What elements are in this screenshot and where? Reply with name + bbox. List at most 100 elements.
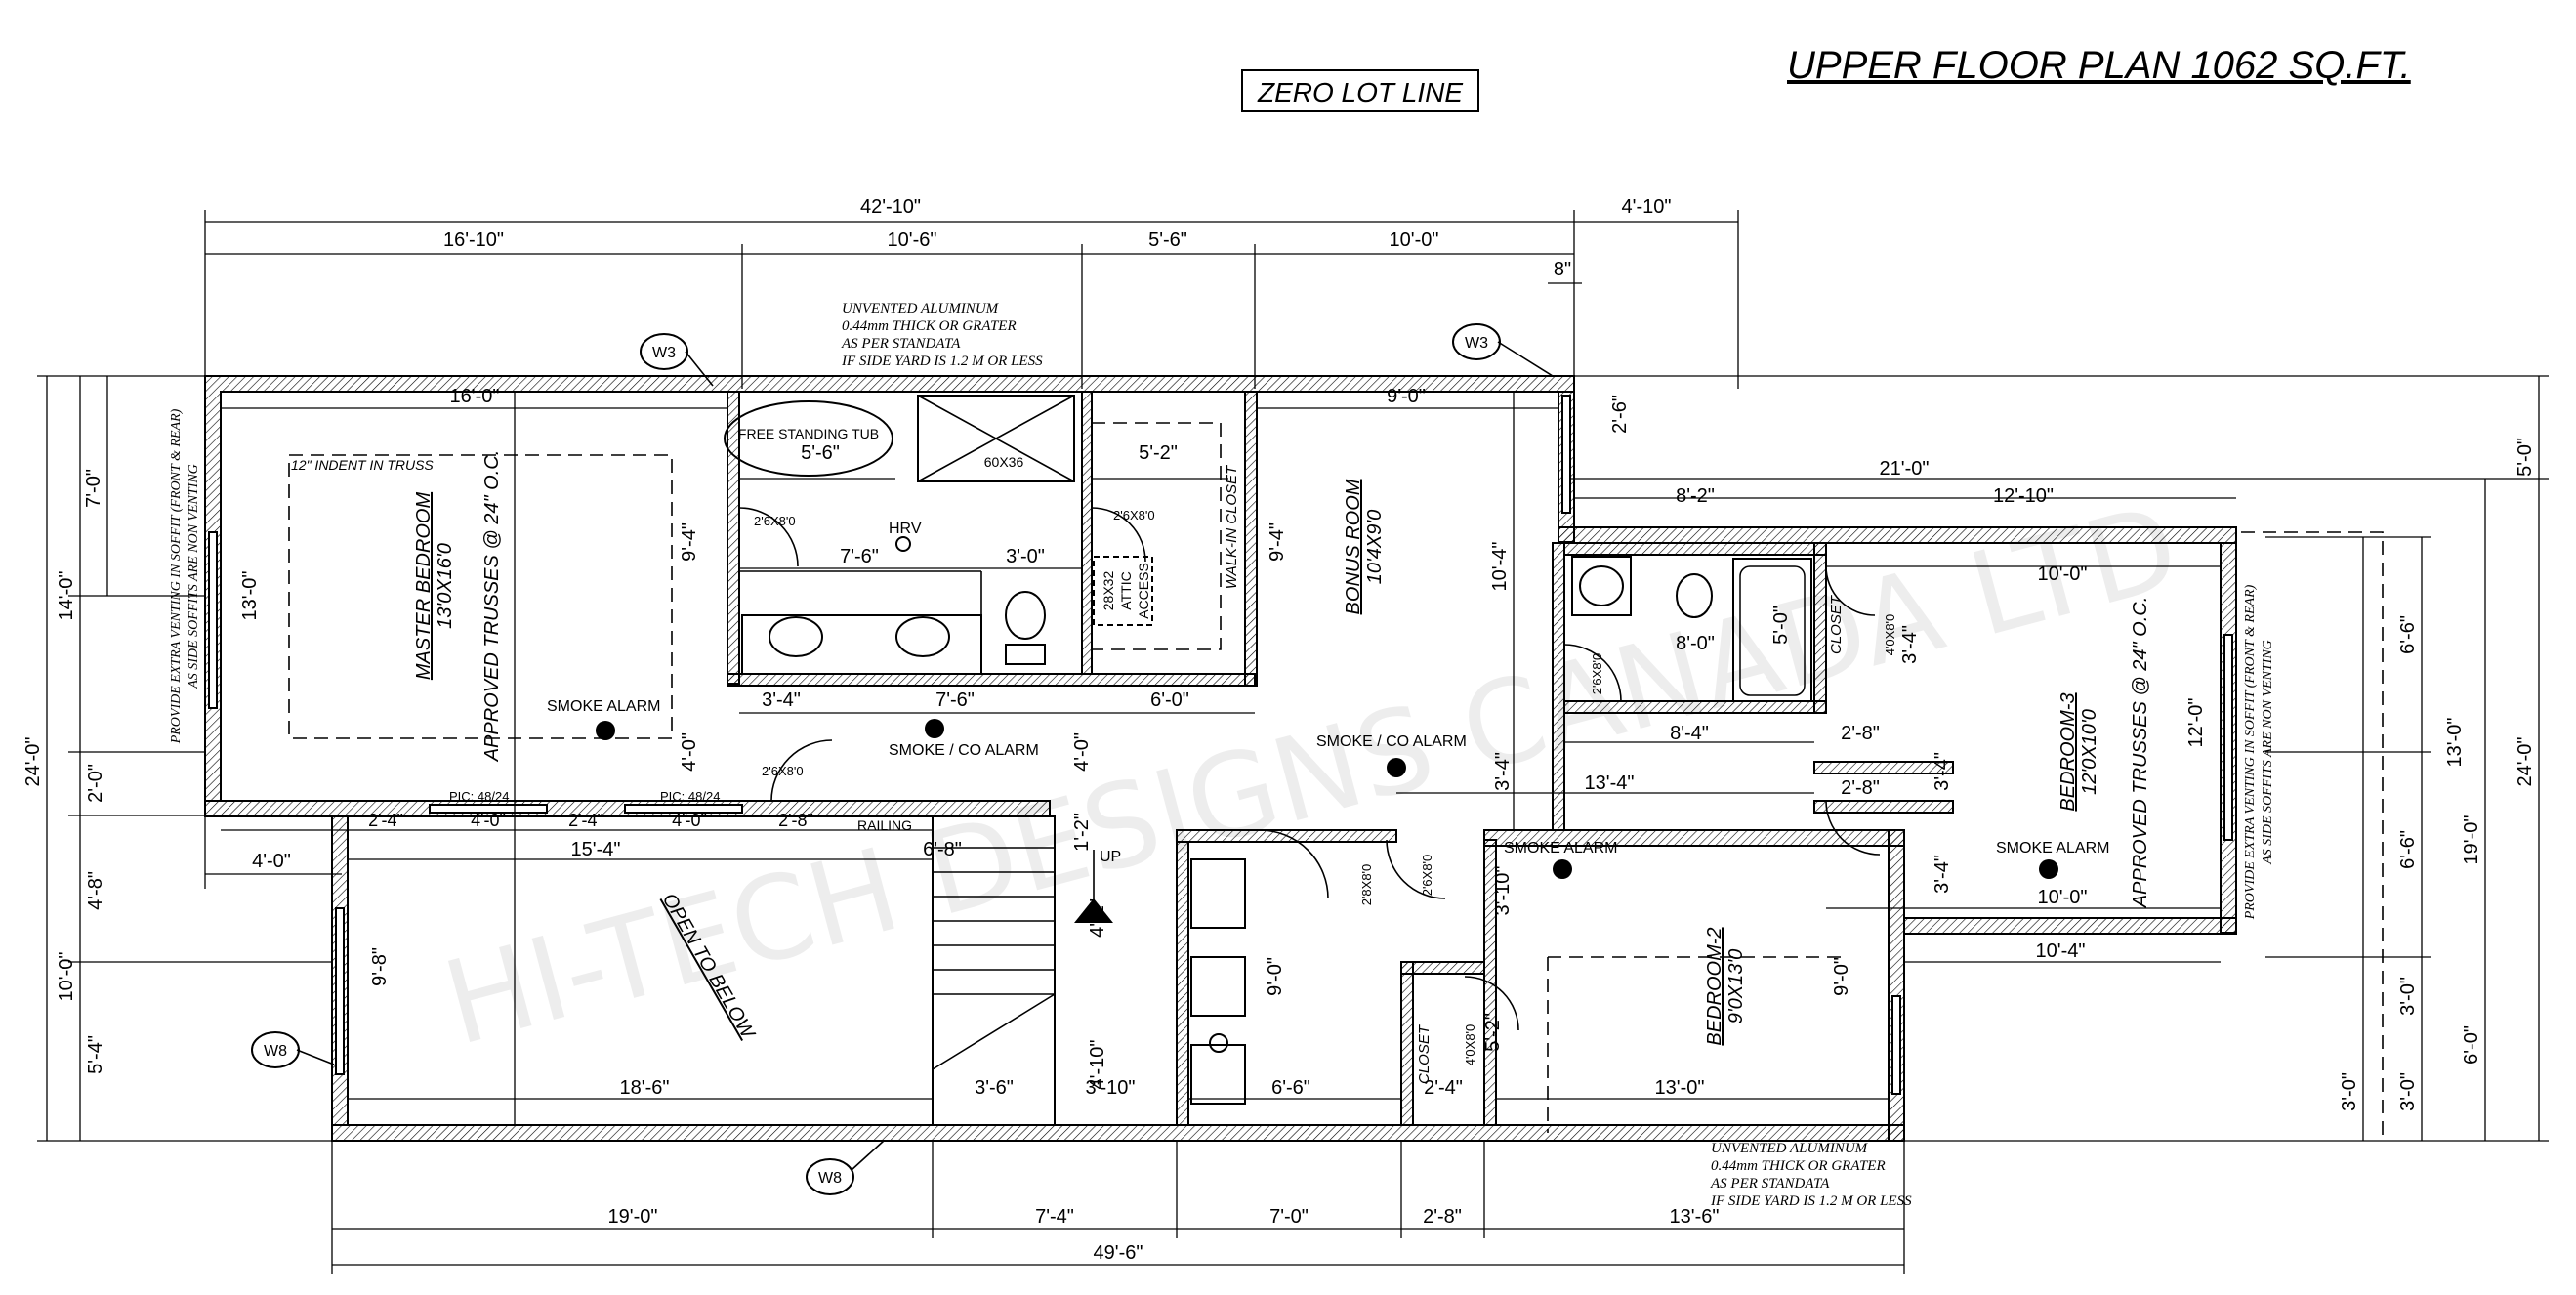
bedroom2-dash (1547, 956, 1846, 1133)
svg-text:W3: W3 (1465, 335, 1488, 352)
master-trusses: APPROVED TRUSSES @ 24" O.C. (481, 450, 503, 763)
svg-text:3'-10": 3'-10" (1492, 866, 1514, 916)
dim-right-5: 5'-0" (2514, 438, 2536, 477)
dim-left-4: 4'-0" (252, 851, 291, 872)
hrv-label: HRV (889, 521, 922, 537)
svg-text:3'-4": 3'-4" (1932, 855, 1953, 894)
svg-text:4'-0": 4'-0" (1071, 732, 1093, 772)
dim-top-2: 10'-6" (888, 230, 937, 251)
watermark-text: HI-TECH DESIGNS CANADA LTD (432, 479, 2192, 1071)
svg-text:SMOKE ALARM: SMOKE ALARM (547, 698, 660, 715)
svg-text:10'-4": 10'-4" (1489, 542, 1511, 592)
door-d26-walkin: 2'6X8'0 (1113, 508, 1155, 522)
w3-tag-left: W3 (640, 333, 714, 387)
master-bedroom-name: MASTER BEDROOM (413, 492, 435, 681)
svg-text:5'-2": 5'-2" (1139, 442, 1178, 464)
svg-text:UNVENTED ALUMINUM: UNVENTED ALUMINUM (842, 301, 1000, 316)
svg-text:3'-4": 3'-4" (762, 689, 801, 711)
pic-tag-1: PIC: 48/24 (449, 789, 509, 804)
bathroom-fixtures (724, 395, 1812, 1105)
svg-text:3'-10": 3'-10" (1086, 1077, 1136, 1099)
pic-tag-2: PIC: 48/24 (660, 789, 720, 804)
svg-text:2'-4": 2'-4" (568, 811, 603, 830)
svg-text:7'-6": 7'-6" (840, 546, 879, 567)
svg-text:SMOKE ALARM: SMOKE ALARM (1504, 840, 1617, 856)
svg-text:8'-4": 8'-4" (1670, 723, 1709, 744)
svg-text:3'-4": 3'-4" (1899, 625, 1921, 664)
door-d26-master: 2'6X8'0 (762, 764, 804, 778)
svg-text:5'-0": 5'-0" (1770, 606, 1792, 645)
svg-text:13'-0": 13'-0" (239, 571, 261, 621)
svg-text:13'-0": 13'-0" (1655, 1077, 1705, 1099)
svg-text:SMOKE / CO ALARM: SMOKE / CO ALARM (1316, 733, 1467, 750)
dim-left-10: 10'-0" (56, 952, 77, 1002)
svg-text:6'-8": 6'-8" (923, 839, 962, 860)
svg-text:AS SIDE SOFFITS ARE NON VENTIN: AS SIDE SOFFITS ARE NON VENTING (187, 464, 201, 689)
svg-text:AS PER STANDATA: AS PER STANDATA (1710, 1176, 1830, 1191)
svg-text:3'-0": 3'-0" (1006, 546, 1045, 567)
attic-3: ACCESS (1136, 563, 1151, 619)
svg-text:IF SIDE YARD IS 1.2 M OR LESS: IF SIDE YARD IS 1.2 M OR LESS (1710, 1193, 1912, 1209)
master-truss-indent (288, 454, 673, 739)
dim-right-66b: 6'-6" (2397, 830, 2419, 869)
bedroom3-size: 12'0X10'0 (2079, 709, 2100, 795)
smoke-alarm-master: SMOKE ALARM (547, 698, 660, 740)
dim-side-top: 4'-10" (1622, 196, 1672, 218)
walkin-closet-label: WALK-IN CLOSET (1224, 464, 1240, 589)
soffit-note-left: PROVIDE EXTRA VENTING IN SOFFIT (FRONT &… (169, 408, 201, 744)
svg-text:8'-0": 8'-0" (1676, 633, 1715, 654)
master-indent: 12" INDENT IN TRUSS (291, 457, 434, 473)
dim-bot-4: 2'-8" (1423, 1206, 1462, 1228)
svg-text:9'-4": 9'-4" (1267, 522, 1288, 562)
dim-overall-top: 42'-10" (860, 196, 921, 218)
door-swings (738, 507, 1881, 1031)
closet-label-b3: CLOSET (1828, 594, 1845, 654)
svg-text:W8: W8 (818, 1170, 842, 1187)
bottom-dimensions: 19'-0" 7'-4" 7'-0" 2'-8" 13'-6" 49'-6" (331, 1141, 1905, 1274)
dim-left-54: 5'-4" (85, 1035, 106, 1074)
dim-left-2: 2'-0" (85, 764, 106, 803)
smoke-alarm-b2: SMOKE ALARM (1504, 840, 1617, 879)
vent-note-top: UNVENTED ALUMINUM 0.44mm THICK OR GRATER… (841, 301, 1043, 369)
svg-text:1'-2": 1'-2" (1071, 813, 1093, 852)
door-d26-b2: 2'6X8'0 (1420, 855, 1434, 897)
svg-text:AS PER STANDATA: AS PER STANDATA (841, 336, 961, 352)
windows (208, 395, 2233, 1095)
svg-text:4'-0": 4'-0" (471, 811, 506, 830)
w8-tag-left: W8 (251, 1031, 335, 1068)
svg-text:10'-0": 10'-0" (2038, 564, 2088, 585)
dim-bot-total: 49'-6" (1094, 1242, 1143, 1264)
vent-note-bottom: UNVENTED ALUMINUM 0.44mm THICK OR GRATER… (1710, 1141, 1912, 1209)
bonus-room-name: BONUS ROOM (1343, 479, 1364, 614)
tub-label: FREE STANDING TUB (738, 426, 879, 441)
dim-left-7: 7'-0" (83, 469, 104, 508)
smoke-co-alarm-hall: SMOKE / CO ALARM (889, 719, 1039, 759)
staircase: UP (932, 815, 1121, 1126)
svg-text:18'-6": 18'-6" (620, 1077, 670, 1099)
svg-text:9'-0": 9'-0" (1831, 957, 1852, 996)
dim-left-24: 24'-0" (22, 737, 44, 787)
svg-text:5'-2": 5'-2" (1482, 1013, 1504, 1052)
door-d40-b3: 4'0X8'0 (1883, 614, 1897, 656)
svg-text:3'-6": 3'-6" (975, 1077, 1014, 1099)
svg-text:4'-2": 4'-2" (1087, 898, 1108, 938)
smoke-co-alarm-bonus: SMOKE / CO ALARM (1316, 733, 1467, 777)
svg-text:16'-0": 16'-0" (450, 386, 500, 407)
svg-text:9'-0": 9'-0" (1265, 957, 1286, 996)
svg-text:9'-0": 9'-0" (1387, 386, 1426, 407)
svg-text:9'-4": 9'-4" (679, 522, 700, 562)
bedroom2-size: 9'0X13'0 (1725, 949, 1747, 1024)
attic-1: 28X32 (1101, 571, 1116, 611)
svg-text:SMOKE ALARM: SMOKE ALARM (1996, 840, 2109, 856)
plan-title: UPPER FLOOR PLAN 1062 SQ.FT. (1787, 44, 2411, 87)
svg-text:PROVIDE EXTRA VENTING IN SOFFI: PROVIDE EXTRA VENTING IN SOFFIT (FRONT &… (2243, 584, 2258, 920)
svg-text:9'-8": 9'-8" (369, 947, 391, 986)
dim-right-24: 24'-0" (2514, 737, 2536, 787)
dim-top-1: 16'-10" (443, 230, 504, 251)
svg-text:W8: W8 (264, 1043, 287, 1060)
right-dash (2241, 531, 2384, 1141)
svg-text:6'-6": 6'-6" (1271, 1077, 1310, 1099)
attic-access (1093, 556, 1153, 626)
dim-right-30a: 3'-0" (2397, 977, 2419, 1016)
